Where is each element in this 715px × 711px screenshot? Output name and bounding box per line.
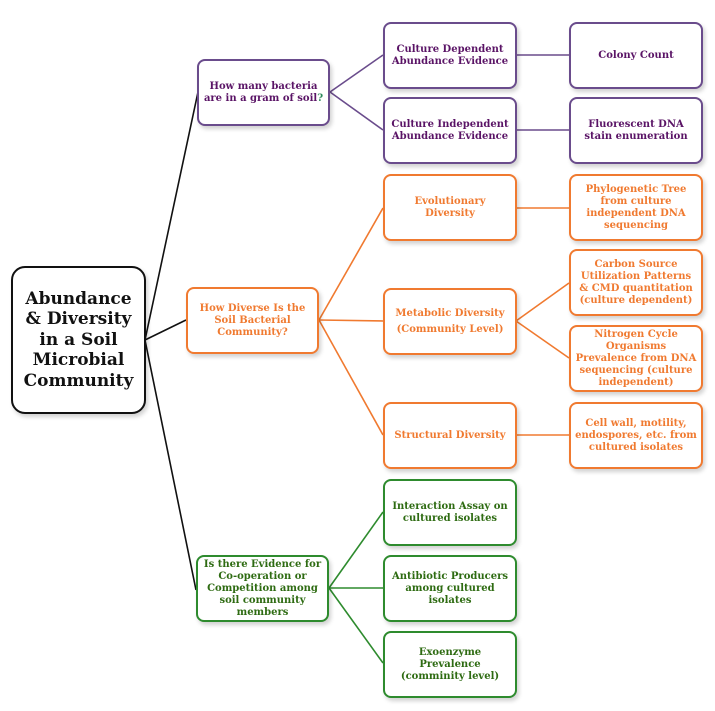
connector-metabolic-carbon <box>515 282 570 322</box>
connector-metabolic-nitrogen <box>515 320 570 359</box>
interaction-question-node[interactable]: Is there Evidence for Co-operation or Co… <box>196 555 329 622</box>
abundance-question-node[interactable]: How many bacteria are in a gram of soil? <box>197 59 330 126</box>
abundance-question-mark: ? <box>317 92 324 104</box>
exoenzyme-prevalence-node[interactable]: Exoenzyme Prevalence (comminity level) <box>383 631 517 698</box>
exoenzyme-prevalence-label: Exoenzyme Prevalence (comminity level) <box>400 646 500 682</box>
fluorescent-dna-node[interactable]: Fluorescent DNA stain enumeration <box>569 97 703 164</box>
connector-root-diversity <box>144 319 187 341</box>
cell-wall-node[interactable]: Cell wall, motility, endospores, etc. fr… <box>569 402 703 469</box>
connector-interaction-exoenzyme <box>328 587 384 664</box>
culture-dependent-node[interactable]: Culture Dependent Abundance Evidence <box>383 22 517 89</box>
connector-abundance-culture-dependent <box>329 54 384 93</box>
interaction-assay-label: Interaction Assay on cultured isolates <box>392 500 508 524</box>
connector-diversity-structural <box>318 319 384 436</box>
culture-independent-node[interactable]: Culture Independent Abundance Evidence <box>383 97 517 164</box>
metabolic-diversity-label: Metabolic Diversity <box>395 307 505 319</box>
diversity-question-node[interactable]: How Diverse Is the Soil Bacterial Commun… <box>186 287 319 354</box>
connector-abundance-culture-independent <box>329 91 384 131</box>
root-node[interactable]: Abundance & Diversity in a Soil Microbia… <box>11 266 146 414</box>
connector-root-abundance <box>144 91 199 341</box>
abundance-question-label: How many bacteria are in a gram of soil? <box>203 81 324 105</box>
structural-diversity-label: Structural Diversity <box>394 429 506 441</box>
interaction-question-label: Is there Evidence for Co-operation or Co… <box>203 558 322 618</box>
nitrogen-cycle-node[interactable]: Nitrogen Cycle Organisms Prevalence from… <box>569 325 703 392</box>
phylogenetic-tree-label: Phylogenetic Tree from culture independe… <box>585 183 687 231</box>
abundance-question-text: How many bacteria are in a gram of soil <box>203 80 318 104</box>
carbon-source-label: Carbon Source Utilization Patterns & CMD… <box>579 258 693 306</box>
carbon-source-node[interactable]: Carbon Source Utilization Patterns & CMD… <box>569 249 703 316</box>
culture-independent-label: Culture Independent Abundance Evidence <box>391 118 509 142</box>
root-label: Abundance & Diversity in a Soil Microbia… <box>23 289 134 391</box>
nitrogen-cycle-label: Nitrogen Cycle Organisms Prevalence from… <box>575 328 697 388</box>
cell-wall-label: Cell wall, motility, endospores, etc. fr… <box>575 417 697 453</box>
metabolic-diversity-node[interactable]: Metabolic Diversity (Community Level) <box>383 288 517 355</box>
phylogenetic-tree-node[interactable]: Phylogenetic Tree from culture independe… <box>569 174 703 241</box>
structural-diversity-node[interactable]: Structural Diversity <box>383 402 517 469</box>
colony-count-label: Colony Count <box>598 49 674 61</box>
connector-root-interaction <box>144 339 197 591</box>
fluorescent-dna-label: Fluorescent DNA stain enumeration <box>584 118 688 142</box>
connector-diversity-metabolic <box>318 319 384 322</box>
antibiotic-producers-label: Antibiotic Producers among cultured isol… <box>392 570 508 606</box>
interaction-assay-node[interactable]: Interaction Assay on cultured isolates <box>383 479 517 546</box>
antibiotic-producers-node[interactable]: Antibiotic Producers among cultured isol… <box>383 555 517 622</box>
connector-diversity-evolutionary <box>318 207 384 321</box>
diversity-question-label: How Diverse Is the Soil Bacterial Commun… <box>199 302 306 338</box>
connector-interaction-assay <box>328 511 384 589</box>
colony-count-node[interactable]: Colony Count <box>569 22 703 89</box>
metabolic-diversity-sublabel: (Community Level) <box>396 323 504 335</box>
evolutionary-diversity-node[interactable]: Evolutionary Diversity <box>383 174 517 241</box>
evolutionary-diversity-label: Evolutionary Diversity <box>414 195 486 219</box>
culture-dependent-label: Culture Dependent Abundance Evidence <box>391 43 509 67</box>
